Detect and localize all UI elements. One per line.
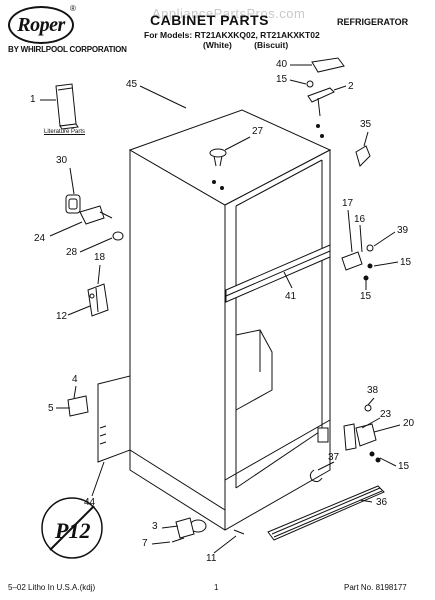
bottom-hinge-20-icon bbox=[317, 404, 381, 463]
hinge-18-icon bbox=[87, 283, 109, 317]
leader-15b bbox=[373, 261, 399, 267]
part-label-23: 23 bbox=[380, 409, 392, 420]
part-label-2: 2 bbox=[348, 81, 354, 92]
leader-45 bbox=[139, 85, 187, 109]
part-label-24: 24 bbox=[34, 233, 46, 244]
part-label-37: 37 bbox=[328, 452, 340, 463]
leader-4 bbox=[73, 385, 77, 399]
corporation-line: BY WHIRLPOOL CORPORATION bbox=[8, 45, 127, 54]
part-label-39: 39 bbox=[397, 225, 409, 236]
leader-30 bbox=[69, 167, 75, 195]
part-label-15: 15 bbox=[400, 257, 412, 268]
bracket-35-icon bbox=[355, 145, 371, 167]
models-line: For Models: RT21AKXKQ02, RT21AKXKT02 bbox=[144, 30, 320, 40]
leader-15a bbox=[289, 79, 307, 85]
part-label-28: 28 bbox=[66, 247, 78, 258]
literature-book-icon bbox=[55, 83, 79, 130]
roper-logo: Roper bbox=[8, 6, 74, 44]
leader-39 bbox=[373, 231, 396, 247]
leader-28 bbox=[79, 237, 113, 253]
leader-2 bbox=[333, 85, 347, 91]
part-label-11: 11 bbox=[206, 553, 217, 564]
part-label-15: 15 bbox=[360, 291, 372, 302]
part-label-41: 41 bbox=[285, 291, 297, 302]
center-hinge-16-icon bbox=[341, 244, 374, 281]
part-label-17: 17 bbox=[342, 198, 354, 209]
part-label-3: 3 bbox=[152, 521, 158, 532]
toe-panel-44-icon bbox=[67, 375, 131, 463]
part-label-30: 30 bbox=[56, 155, 68, 166]
hinge-cover-40-icon bbox=[311, 57, 345, 73]
footer-litho: 5–02 Litho In U.S.A.(kdj) bbox=[8, 583, 96, 592]
page-title: CABINET PARTS bbox=[150, 12, 270, 28]
part-label-35: 35 bbox=[360, 119, 372, 130]
trademark-mark: ® bbox=[70, 4, 76, 13]
part-label-27: 27 bbox=[252, 126, 264, 137]
leader-37 bbox=[317, 461, 335, 471]
footer-part-number: Part No. 8198177 bbox=[344, 583, 407, 592]
leader-16 bbox=[359, 224, 363, 253]
part-label-12: 12 bbox=[56, 311, 68, 322]
clip-37-icon bbox=[309, 469, 323, 483]
leader-18 bbox=[97, 264, 101, 285]
variants-line: (White) (Biscuit) bbox=[203, 40, 289, 50]
part-label-7: 7 bbox=[142, 538, 148, 549]
part-label-1: 1 bbox=[30, 94, 36, 105]
leader-36 bbox=[359, 499, 373, 503]
cabinet-shell bbox=[128, 109, 332, 531]
part-label-5: 5 bbox=[48, 403, 54, 414]
leader-20 bbox=[373, 424, 401, 433]
category-label: REFRIGERATOR bbox=[337, 17, 409, 27]
part-label-38: 38 bbox=[367, 385, 379, 396]
part-label-44: 44 bbox=[84, 497, 96, 508]
part-label-20: 20 bbox=[403, 418, 415, 429]
leader-11 bbox=[213, 535, 237, 554]
literature-parts-label: Literature Parts bbox=[44, 129, 86, 135]
part-label-18: 18 bbox=[94, 252, 106, 263]
footer-page-number: 1 bbox=[214, 583, 219, 592]
leader-38 bbox=[367, 397, 375, 406]
leader-17 bbox=[347, 209, 353, 253]
leader-3 bbox=[161, 525, 179, 529]
lock-assembly-icon bbox=[65, 194, 124, 241]
watermark: AppliancePartsPros.com bbox=[152, 6, 306, 21]
part-label-36: 36 bbox=[376, 497, 388, 508]
leader-23 bbox=[361, 417, 381, 429]
leader-35 bbox=[363, 131, 369, 147]
svg-text:P12: P12 bbox=[54, 518, 90, 543]
leader-41 bbox=[283, 271, 293, 289]
leader-15d bbox=[379, 457, 397, 467]
part-label-4: 4 bbox=[72, 374, 78, 385]
top-hinge-2-icon bbox=[306, 80, 335, 117]
plug-27-icon bbox=[209, 148, 227, 167]
part-label-16: 16 bbox=[354, 214, 366, 225]
part-label-15: 15 bbox=[276, 74, 288, 85]
p12-seal-icon: P12 bbox=[41, 497, 103, 559]
part-label-15: 15 bbox=[398, 461, 410, 472]
leader-27 bbox=[224, 136, 251, 151]
grille-36-icon bbox=[267, 485, 385, 541]
leader-7 bbox=[151, 541, 171, 545]
leader-24 bbox=[49, 221, 83, 237]
roller-3-icon bbox=[171, 517, 245, 543]
leader-44 bbox=[91, 461, 105, 497]
part-label-40: 40 bbox=[276, 59, 288, 70]
leader-12 bbox=[67, 305, 91, 316]
part-label-45: 45 bbox=[126, 79, 138, 90]
